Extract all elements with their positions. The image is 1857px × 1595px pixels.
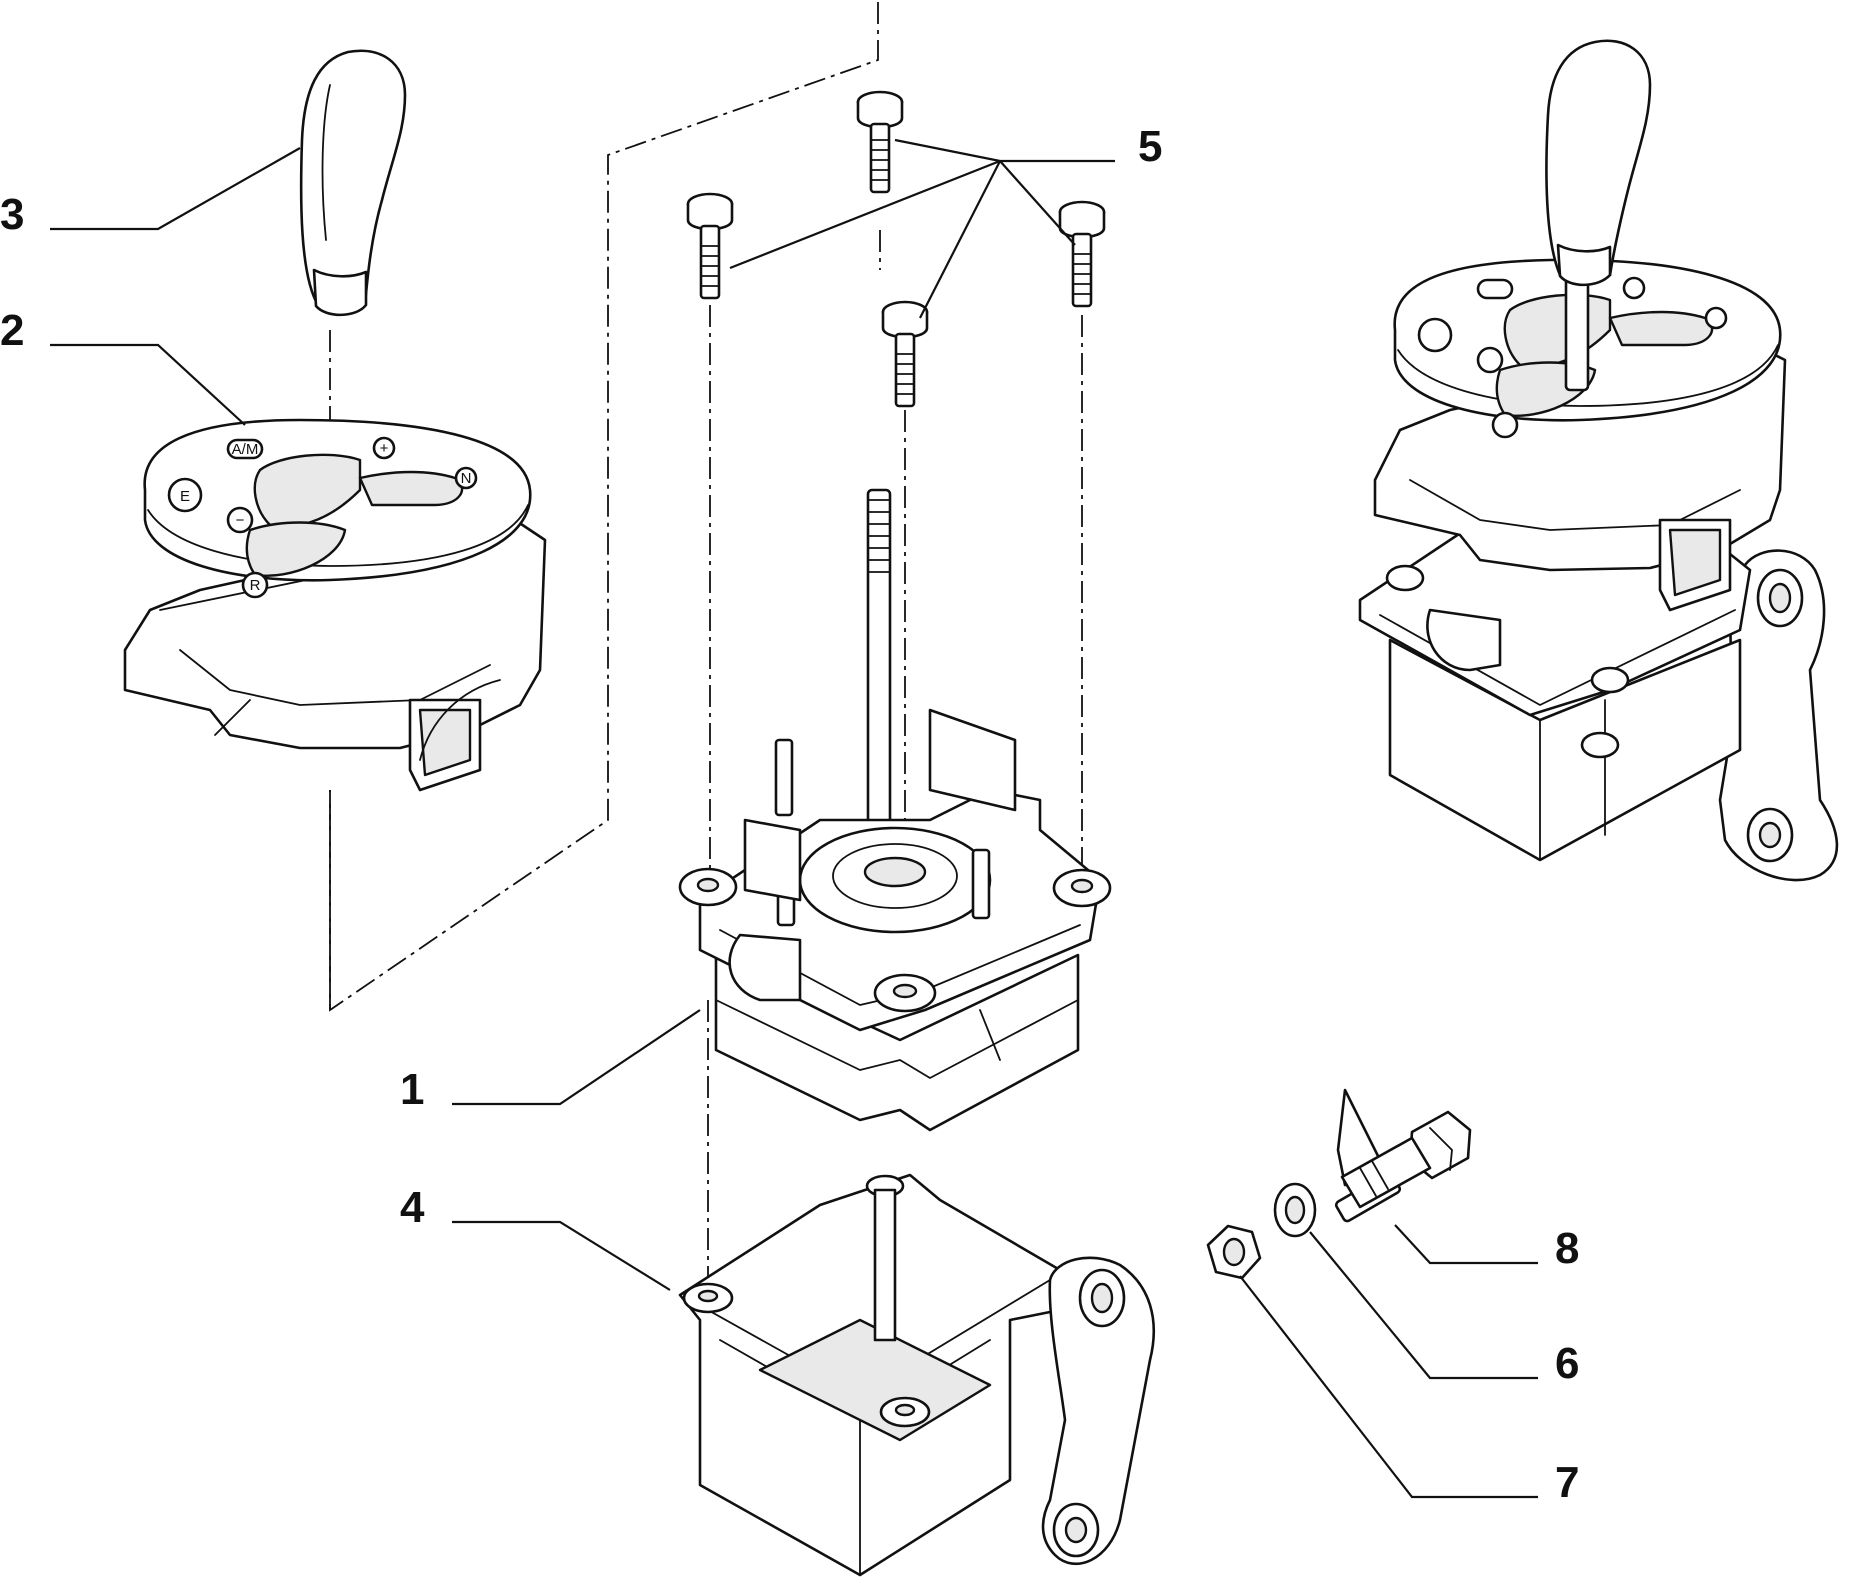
selector-mechanism-unit xyxy=(678,488,1112,1132)
callout-5: 5 xyxy=(1138,122,1162,171)
callout-2: 2 xyxy=(0,306,24,355)
callout-6: 6 xyxy=(1555,1339,1579,1388)
gear-knob xyxy=(299,49,407,317)
base-housing xyxy=(678,1173,1156,1577)
callout-labels: 3 2 5 1 4 8 6 7 xyxy=(0,122,1579,1507)
gate-symbol-auto-manual: A/M xyxy=(232,441,259,458)
bolt-top-center xyxy=(856,90,904,194)
mounting-bolts xyxy=(686,90,1106,408)
callout-8: 8 xyxy=(1555,1224,1579,1273)
bolt-left xyxy=(686,192,734,300)
callout-4: 4 xyxy=(400,1183,425,1232)
alignment-lines xyxy=(329,2,1083,1290)
assembled-view xyxy=(1358,39,1839,882)
gate-symbol-reverse: R xyxy=(250,577,261,594)
hex-nut xyxy=(1206,1224,1262,1280)
leader-lines xyxy=(50,138,1538,1499)
gate-symbol-economy: E xyxy=(180,488,190,505)
gate-symbol-neutral: N xyxy=(461,470,472,487)
hex-bolt xyxy=(1334,1088,1472,1223)
selector-gate-plate: E − R A/M + N xyxy=(123,418,547,792)
bolt-middle xyxy=(881,300,929,408)
gate-symbol-minus: − xyxy=(236,512,245,529)
callout-1: 1 xyxy=(400,1065,424,1114)
callout-3: 3 xyxy=(0,190,24,239)
gate-symbol-plus: + xyxy=(380,440,389,457)
bolt-right xyxy=(1058,200,1106,308)
washer xyxy=(1273,1182,1317,1238)
callout-7: 7 xyxy=(1555,1458,1579,1507)
